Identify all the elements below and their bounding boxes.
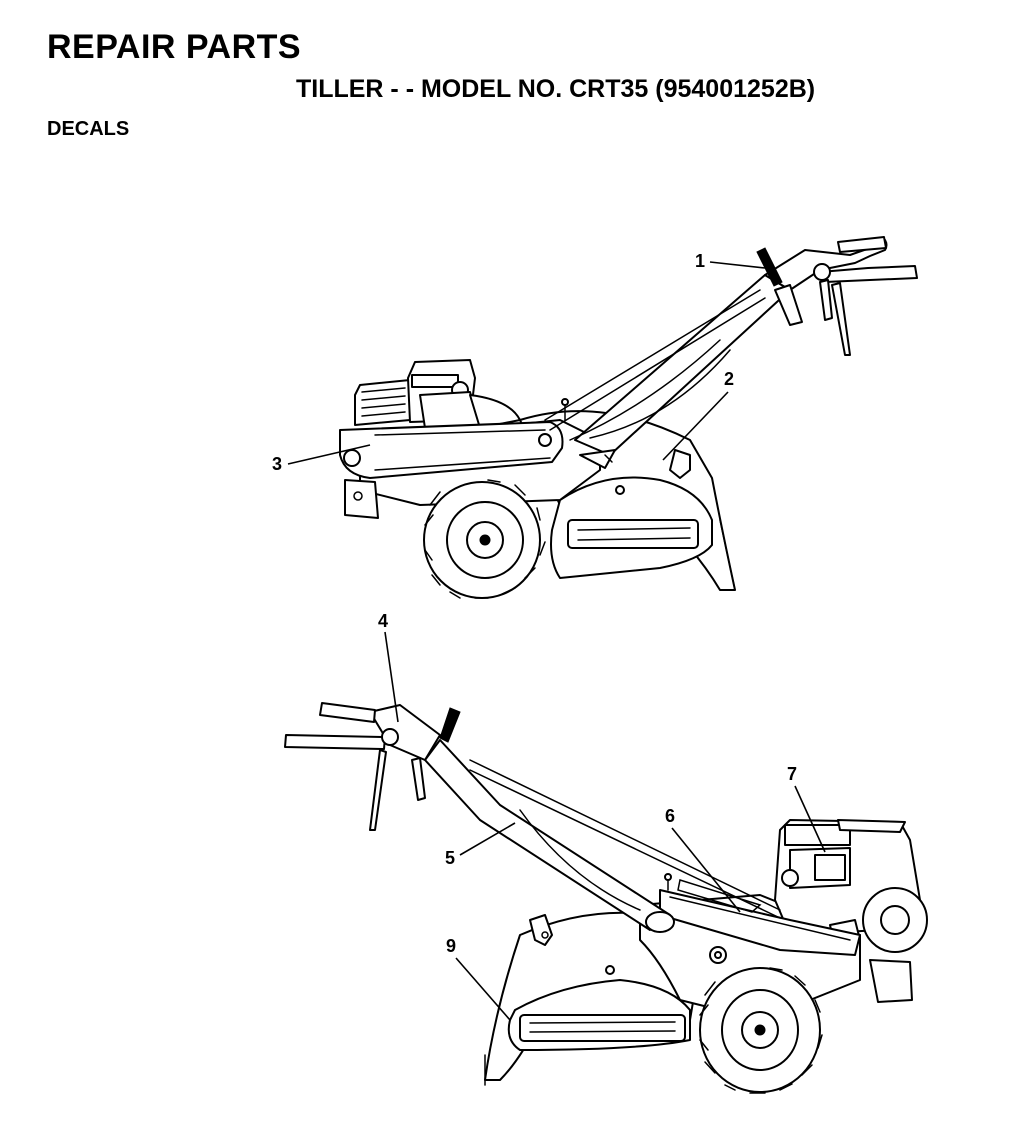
callout-1: 1 xyxy=(695,251,705,271)
callout-3: 3 xyxy=(272,454,282,474)
bottom-handlebar xyxy=(284,702,781,933)
bottom-shield-plate xyxy=(519,1014,686,1042)
page-title: REPAIR PARTS xyxy=(47,28,302,66)
section-heading: DECALS xyxy=(47,118,130,140)
bottom-wheel xyxy=(699,967,823,1094)
callout-9: 9 xyxy=(446,936,456,956)
top-handlebar xyxy=(544,236,918,469)
callout-7: 7 xyxy=(787,764,797,784)
top-handle-grip xyxy=(756,247,783,287)
top-wheel xyxy=(423,479,546,599)
top-engine xyxy=(354,359,521,429)
model-subtitle: TILLER - - MODEL NO. CRT35 (954001252B) xyxy=(296,75,816,103)
tiller-bottom-view xyxy=(284,702,928,1094)
bottom-engine xyxy=(774,819,928,953)
callout-4: 4 xyxy=(378,611,388,631)
callout-5: 5 xyxy=(445,848,455,868)
callouts: 1 2 3 4 5 6 7 9 xyxy=(272,251,826,1021)
callout-2: 2 xyxy=(724,369,734,389)
bottom-handle-grip xyxy=(439,707,461,743)
top-shield-plate xyxy=(567,519,699,549)
callout-6: 6 xyxy=(665,806,675,826)
tiller-top-view xyxy=(339,236,918,599)
